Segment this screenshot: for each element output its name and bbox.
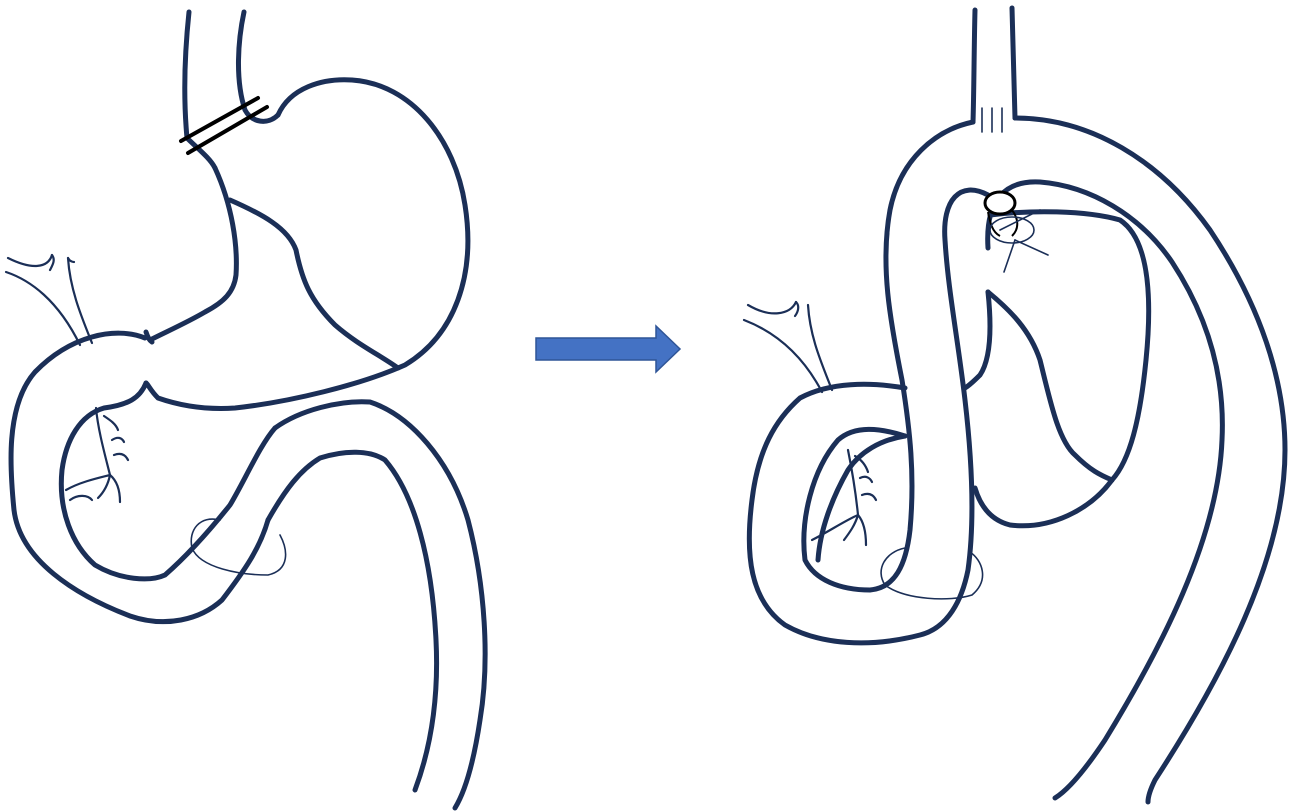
esophagus-left-wall-after xyxy=(973,10,975,122)
anastomosis-loop-left xyxy=(191,519,285,575)
sleeve-stomach-inner xyxy=(988,292,1112,480)
staple-marks-after xyxy=(982,108,1002,132)
alimentary-limb-inner xyxy=(749,190,988,643)
sleeve-stomach-lower xyxy=(965,292,990,388)
sleeve-stomach-remnant xyxy=(975,212,1149,526)
esophagus-right-wall-after xyxy=(1012,8,1015,118)
right-arrow-icon xyxy=(536,326,680,372)
stomach-outer-contour xyxy=(146,80,468,409)
jejunum-outer-wall xyxy=(268,452,437,790)
biliary-tree-upper-after xyxy=(744,302,832,392)
sleeve-division-line xyxy=(230,200,398,368)
suture-knot xyxy=(990,210,1048,272)
alimentary-limb-outer-arch xyxy=(1015,118,1285,802)
duodenum-inner-wall xyxy=(61,383,275,579)
papilla-branches xyxy=(66,408,128,502)
alimentary-limb-outer xyxy=(804,122,973,590)
stomach-lesser-curvature xyxy=(150,168,236,340)
panel-after xyxy=(744,8,1285,802)
panel-before xyxy=(6,12,485,808)
jejunum-inner-wall xyxy=(275,402,485,808)
duodenal-stump xyxy=(818,436,905,560)
biliary-tree-upper xyxy=(6,255,92,345)
